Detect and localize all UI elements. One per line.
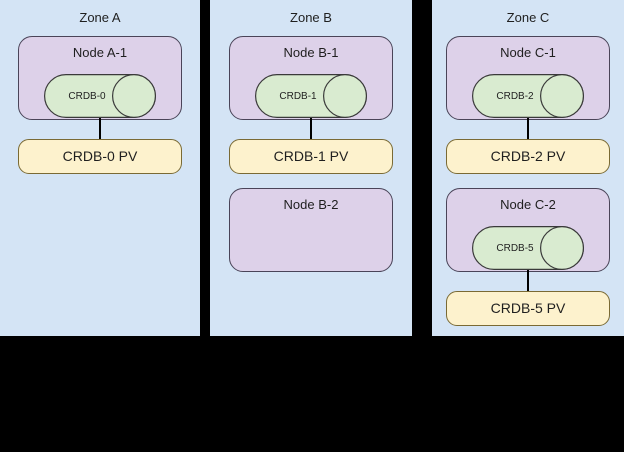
pv-crdb-0: CRDB-0 PV [18,139,182,174]
pv-crdb-2-label: CRDB-2 PV [490,148,566,164]
pv-crdb-0-label: CRDB-0 PV [62,148,138,164]
node-c-1-title: Node C-1 [500,45,556,60]
connector-crdb-1 [310,118,312,140]
pv-crdb-5: CRDB-5 PV [446,291,610,326]
database-crdb-1: CRDB-1 [255,74,367,118]
zone-c: Zone C Node C-1 CRDB-2 CRDB-2 PV Node C-… [432,0,624,336]
database-crdb-2: CRDB-2 [472,74,584,118]
zone-a-title: Zone A [79,10,121,25]
node-a-1-title: Node A-1 [72,45,128,60]
node-b-2-title: Node B-2 [283,197,339,212]
pv-crdb-5-label: CRDB-5 PV [490,300,566,316]
database-crdb-5: CRDB-5 [472,226,584,270]
pv-crdb-2: CRDB-2 PV [446,139,610,174]
node-b-2: Node B-2 [229,188,393,272]
pv-crdb-1: CRDB-1 PV [229,139,393,174]
database-crdb-0: CRDB-0 [44,74,156,118]
zone-b: Zone B Node B-1 CRDB-1 CRDB-1 PV Node B-… [210,0,412,336]
pv-crdb-1-label: CRDB-1 PV [273,148,349,164]
node-c-2-title: Node C-2 [500,197,556,212]
connector-crdb-0 [99,118,101,140]
zone-a: Zone A Node A-1 CRDB-0 CRDB-0 PV [0,0,200,336]
zone-c-title: Zone C [506,10,550,25]
connector-crdb-2 [527,118,529,140]
node-b-1-title: Node B-1 [283,45,339,60]
zone-b-title: Zone B [290,10,332,25]
connector-crdb-5 [527,270,529,292]
